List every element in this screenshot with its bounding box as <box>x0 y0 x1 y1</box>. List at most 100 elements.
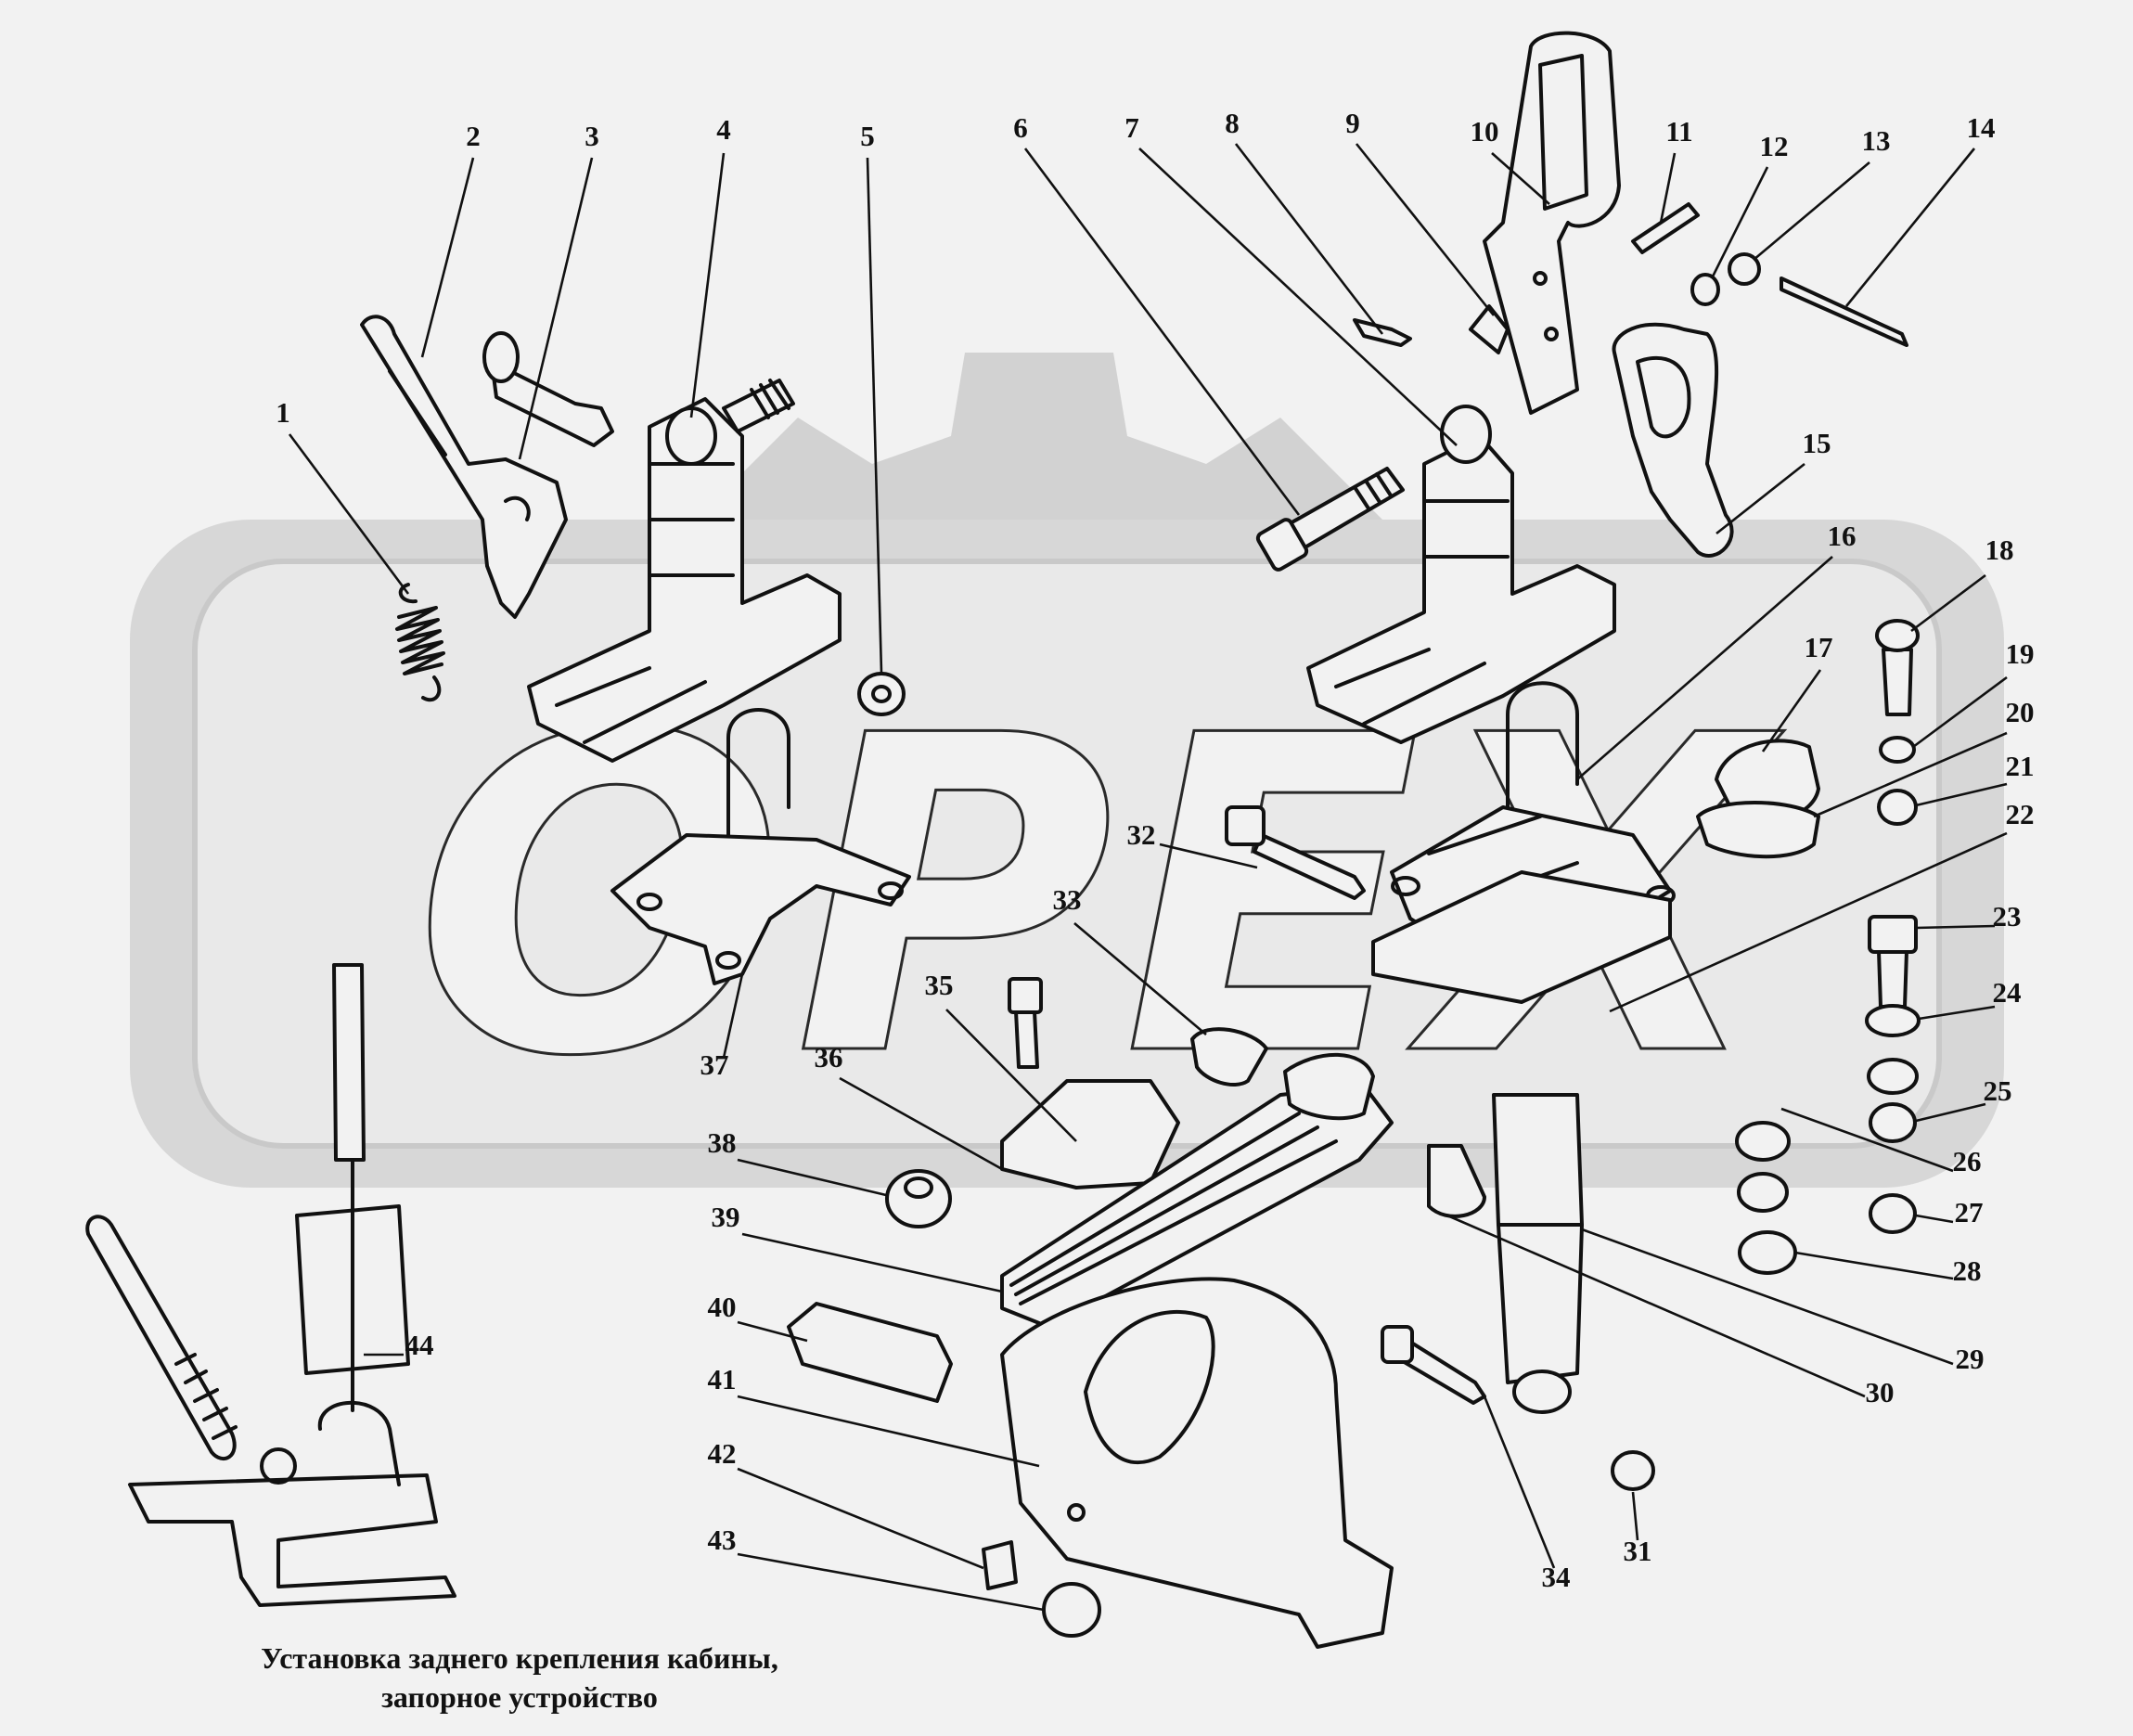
cotter-part-14 <box>1780 276 1908 347</box>
leader-line-28 <box>1794 1251 1954 1280</box>
leader-line-6 <box>1023 148 1301 516</box>
callout-26: 26 <box>1953 1145 1982 1177</box>
bushing-part-26 <box>1735 1121 1791 1162</box>
leader-line-42 <box>737 1467 984 1570</box>
washer-part-24 <box>1865 1004 1921 1037</box>
leader-line-43 <box>737 1552 1045 1612</box>
leader-line-12 <box>1710 166 1769 279</box>
leader-line-20 <box>1813 731 2008 818</box>
callout-19: 19 <box>2006 637 2035 670</box>
lock-assembly-part-44 <box>85 963 456 1607</box>
leader-line-37 <box>722 973 744 1059</box>
leader-line-31 <box>1631 1491 1639 1541</box>
buffer-part-30 <box>1427 1144 1486 1218</box>
washer-part-12 <box>1690 273 1720 306</box>
bolt-part-18 <box>1882 648 1913 716</box>
leader-line-7 <box>1138 148 1458 446</box>
leader-line-30 <box>1446 1214 1866 1398</box>
nut-part-13 <box>1728 252 1761 286</box>
callout-44: 44 <box>405 1329 434 1361</box>
leader-line-33 <box>1073 922 1207 1035</box>
callout-35: 35 <box>925 969 954 1001</box>
leader-line-21 <box>1915 782 2008 807</box>
callout-20: 20 <box>2006 696 2035 728</box>
bracket-part-37 <box>610 708 911 985</box>
pin-part-3 <box>490 360 614 447</box>
leader-line-17 <box>1761 669 1822 752</box>
bracket-part-7 <box>1306 405 1616 744</box>
leader-line-5 <box>866 157 883 674</box>
callout-17: 17 <box>1805 631 1833 663</box>
bolt-part-42 <box>982 1540 1018 1590</box>
callout-29: 29 <box>1956 1343 1985 1375</box>
callout-32: 32 <box>1127 818 1156 851</box>
callout-36: 36 <box>815 1041 843 1074</box>
leader-line-4 <box>689 152 726 418</box>
callout-5: 5 <box>860 120 875 152</box>
leader-line-10 <box>1491 152 1550 205</box>
callout-23: 23 <box>1993 900 2022 932</box>
nut-part-25 <box>1869 1102 1917 1143</box>
callout-14: 14 <box>1967 111 1996 144</box>
spring-part-1 <box>395 583 445 702</box>
bushing-part-33 <box>1190 1027 1268 1087</box>
leader-line-26 <box>1780 1107 1954 1173</box>
leader-line-24 <box>1918 1005 1996 1021</box>
leader-line-40 <box>737 1320 808 1343</box>
callout-27: 27 <box>1955 1196 1984 1228</box>
callout-4: 4 <box>716 113 731 146</box>
washer-part-19 <box>1879 736 1916 764</box>
leader-line-9 <box>1355 143 1496 316</box>
callout-42: 42 <box>708 1437 737 1470</box>
callout-34: 34 <box>1542 1561 1571 1593</box>
leader-lines <box>288 143 2008 1612</box>
nut-part-43 <box>1042 1582 1101 1638</box>
leader-line-2 <box>420 157 475 358</box>
caption-line-2: запорное устройство <box>381 1680 658 1714</box>
callout-11: 11 <box>1665 115 1692 148</box>
leader-line-41 <box>737 1395 1040 1468</box>
nut-part-27 <box>1869 1193 1917 1234</box>
callout-1: 1 <box>276 396 290 429</box>
callout-3: 3 <box>585 120 599 152</box>
leader-line-32 <box>1159 842 1258 869</box>
bushing-part-25a <box>1867 1058 1919 1095</box>
callout-41: 41 <box>708 1363 737 1395</box>
callout-6: 6 <box>1013 111 1028 144</box>
bolt-part-23 <box>1877 949 1908 1009</box>
leader-line-23 <box>1915 924 1996 930</box>
diagram-caption: Установка заднего крепления кабины, запо… <box>186 1639 854 1717</box>
leader-line-22 <box>1609 831 2008 1013</box>
leader-line-35 <box>945 1009 1077 1142</box>
leader-line-34 <box>1483 1395 1556 1569</box>
callout-38: 38 <box>708 1126 737 1159</box>
plate-part-20 <box>1696 801 1820 859</box>
plate-part-22 <box>1371 870 1672 1004</box>
callout-31: 31 <box>1624 1535 1652 1567</box>
leader-line-1 <box>288 433 410 595</box>
callout-33: 33 <box>1053 883 1082 916</box>
nut-part-21 <box>1877 789 1918 826</box>
bolt-part-32 <box>1253 833 1366 900</box>
callout-22: 22 <box>2006 798 2035 830</box>
callout-12: 12 <box>1760 130 1789 162</box>
nut-part-31 <box>1611 1450 1655 1491</box>
bolt-part-36 <box>1014 1009 1039 1069</box>
callout-39: 39 <box>712 1201 740 1233</box>
leader-line-11 <box>1659 152 1677 224</box>
callout-21: 21 <box>2006 750 2035 782</box>
callout-8: 8 <box>1225 107 1240 139</box>
callout-18: 18 <box>1985 534 2014 566</box>
caption-line-1: Установка заднего крепления кабины, <box>261 1641 778 1675</box>
callout-40: 40 <box>708 1291 737 1323</box>
leader-line-19 <box>1912 675 2008 749</box>
leader-line-36 <box>839 1076 1003 1171</box>
washer-part-28 <box>1738 1230 1797 1275</box>
leader-line-25 <box>1915 1102 1986 1123</box>
leaf-spring-part-39 <box>1000 1052 1394 1329</box>
callout-15: 15 <box>1803 427 1831 459</box>
pad-part-40 <box>787 1302 953 1403</box>
handle-part-10 <box>1469 31 1621 415</box>
leader-line-39 <box>741 1232 1003 1293</box>
